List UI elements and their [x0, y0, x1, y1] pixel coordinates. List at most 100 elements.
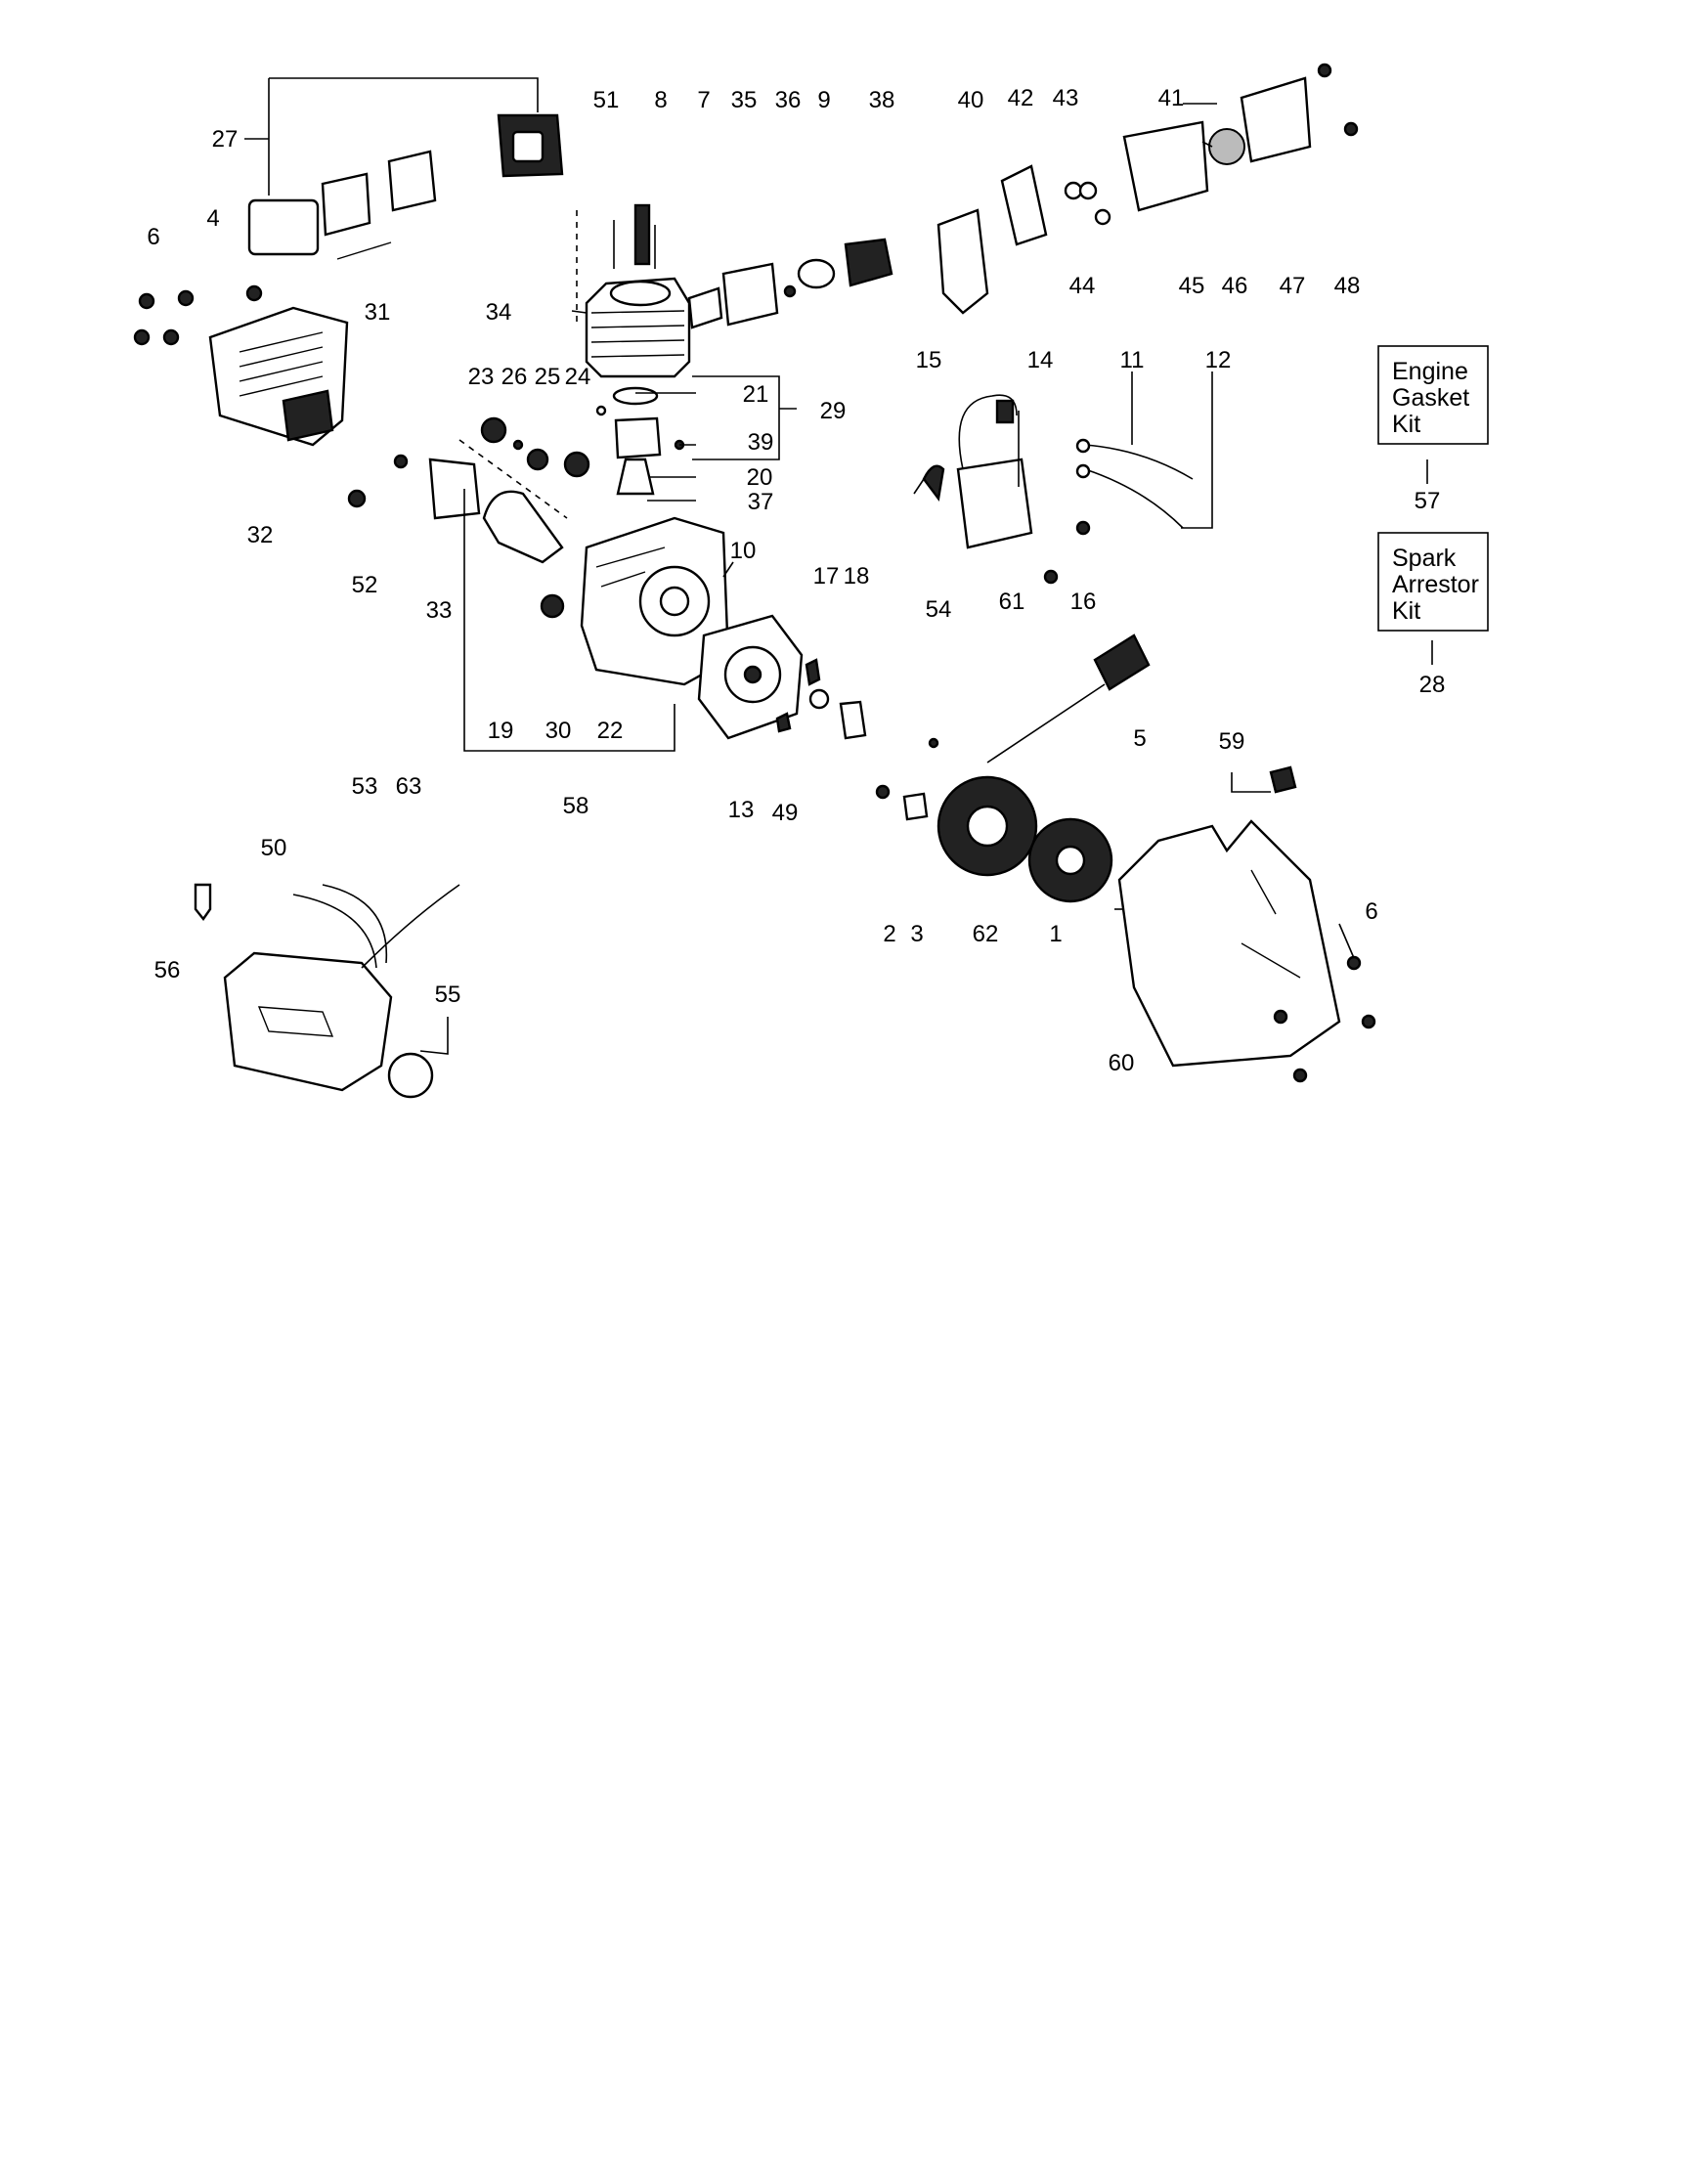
part-label: 36 — [775, 87, 802, 113]
part-label: 56 — [154, 957, 181, 983]
part-label: 49 — [772, 800, 799, 826]
washer-icon — [1078, 181, 1098, 200]
part-number-labels: 51 8 7 35 36 9 38 40 42 43 41 27 6 4 31 … — [147, 85, 1377, 1076]
muffler-body — [1240, 76, 1312, 163]
part-label: 60 — [1109, 1050, 1135, 1076]
return-fuel-line — [361, 884, 460, 969]
clip-icon — [1269, 765, 1297, 794]
part-label: 23 — [468, 364, 495, 390]
throttle-parts — [937, 164, 1111, 315]
screw-icon — [1273, 1009, 1288, 1025]
part-label: 27 — [212, 126, 239, 153]
screw-icon — [162, 328, 180, 346]
part-label: 13 — [728, 797, 755, 823]
part-label: 50 — [261, 835, 287, 861]
part-label: 59 — [1219, 728, 1245, 755]
filter-screw — [336, 241, 392, 260]
crankshaft — [482, 490, 564, 564]
part-label: 15 — [916, 347, 942, 373]
part-label: 37 — [748, 489, 774, 515]
kit-line2: Arrestor — [1392, 571, 1479, 598]
fuel-tank — [223, 951, 393, 1092]
kit-number: 57 — [1415, 488, 1441, 514]
crankcase-plug — [540, 593, 565, 619]
leader-lines — [244, 77, 1433, 1055]
part-label: 11 — [1120, 347, 1145, 373]
kit-line3: Kit — [1392, 411, 1420, 438]
fuel-cap — [387, 1052, 434, 1099]
part-label: 20 — [747, 464, 773, 491]
nut-icon — [347, 489, 367, 508]
part-label: 45 — [1179, 273, 1205, 299]
engine-shroud — [133, 284, 409, 508]
fuel-filter — [194, 883, 212, 922]
muffler-shield — [1122, 120, 1209, 212]
spark-arrestor-screen — [1208, 128, 1245, 165]
piston-ring — [612, 386, 659, 406]
air-filter-assembly — [247, 113, 564, 260]
part-label: 54 — [926, 596, 952, 623]
screw-icon — [245, 284, 263, 302]
flywheel — [697, 614, 804, 740]
part-label: 7 — [697, 87, 710, 113]
part-label: 8 — [654, 87, 667, 113]
part-label: 63 — [396, 773, 422, 800]
part-label: 29 — [820, 398, 847, 424]
screw-icon — [1292, 1068, 1308, 1083]
fuel-tank-assembly — [194, 883, 460, 1099]
part-label: 16 — [1070, 589, 1097, 615]
starter-housing — [1117, 765, 1376, 1083]
part-label: 18 — [844, 563, 870, 590]
part-label: 22 — [597, 718, 624, 744]
reed-gasket — [797, 258, 836, 289]
part-label: 41 — [1158, 85, 1185, 111]
part-label: 24 — [565, 364, 591, 390]
washer-icon — [393, 454, 409, 469]
air-filter-pad — [247, 198, 320, 256]
part-label: 35 — [731, 87, 758, 113]
part-label: 55 — [435, 982, 461, 1008]
part-label: 51 — [593, 87, 620, 113]
part-label: 61 — [999, 589, 1025, 615]
ignition-assembly — [922, 394, 1194, 585]
part-label: 43 — [1053, 85, 1079, 111]
bearing — [480, 416, 507, 444]
ignition-wire — [922, 464, 945, 502]
screw-icon — [875, 784, 891, 800]
part-label: 39 — [748, 429, 774, 456]
part-label: 62 — [973, 921, 999, 947]
washer-icon — [1094, 208, 1111, 226]
part-label: 47 — [1280, 273, 1306, 299]
crankcase — [540, 516, 730, 686]
part-label: 10 — [730, 538, 757, 564]
part-label: 40 — [958, 87, 984, 113]
filter-bracket — [321, 172, 371, 237]
part-label: 52 — [352, 572, 378, 598]
kit-line3: Kit — [1392, 597, 1420, 625]
intake-parts — [687, 238, 893, 329]
muffler-bolt — [1343, 121, 1359, 137]
part-label: 6 — [147, 224, 159, 250]
part-label: 19 — [488, 718, 514, 744]
kit-line2: Gasket — [1392, 384, 1469, 412]
intake-gasket — [687, 286, 723, 329]
starter-pulley-parts — [805, 658, 867, 740]
oil-seal — [563, 451, 590, 478]
screw-icon — [1346, 955, 1362, 971]
crankcase-gasket — [428, 458, 481, 520]
ignition-screw — [1075, 520, 1091, 536]
throttle-bracket — [937, 208, 989, 315]
insulator-plate — [721, 262, 779, 327]
part-label: 12 — [1205, 347, 1232, 373]
throttle-lever — [1000, 164, 1048, 246]
flywheel-nut — [839, 700, 867, 740]
part-label: 25 — [535, 364, 561, 390]
screw-icon — [138, 292, 155, 310]
part-label: 33 — [426, 597, 453, 624]
part-label: 32 — [247, 522, 274, 548]
ignition-module — [956, 458, 1033, 549]
washer-icon — [1064, 181, 1083, 200]
part-label: 2 — [883, 921, 895, 947]
part-label: 34 — [486, 299, 512, 326]
